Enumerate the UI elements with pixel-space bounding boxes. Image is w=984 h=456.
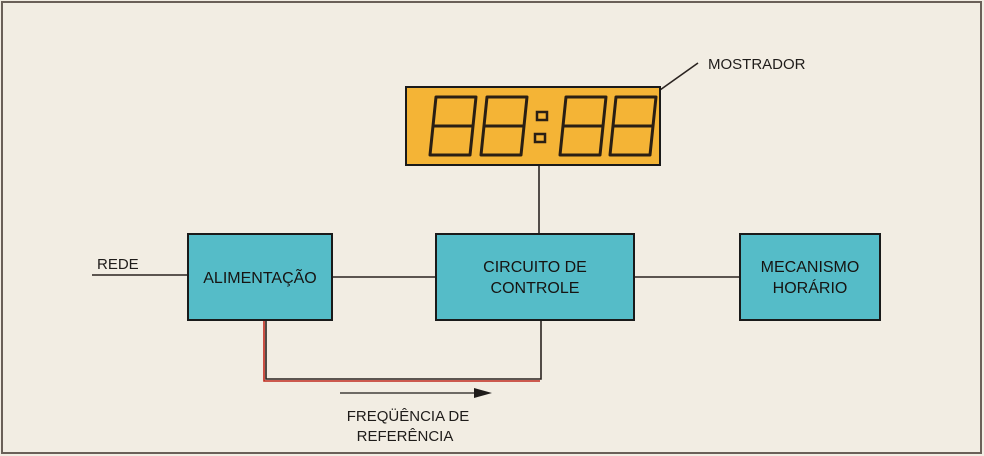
display-digit [479,95,529,157]
reference-dark-line [265,320,542,380]
reference-path [263,320,542,382]
mains-label: REDE [97,256,139,273]
clock-mechanism-label-line2: HORÁRIO [773,278,848,297]
display-digits [428,95,658,157]
reference-arrow-head [474,388,492,398]
display-digit [608,95,658,157]
power-supply-block [187,233,333,321]
display-label: MOSTRADOR [708,56,806,73]
display-pointer-line [659,62,699,91]
reference-label-line1: FREQÜÊNCIA DE [347,407,470,425]
control-circuit-label-line1: CIRCUITO DE [483,259,587,276]
reference-label-line2: REFERÊNCIA [357,428,454,445]
display-colon-dot [533,132,547,144]
control-circuit-block [435,233,635,321]
power-supply-label: ALIMENTAÇÃO [203,267,317,287]
clock-mechanism-label-line1: MECANISMO [761,259,860,276]
clock-mechanism-block [739,233,881,321]
wires [92,62,740,278]
control-circuit-label-line2: CONTROLE [491,280,580,297]
display-digit [558,95,608,157]
reference-red-line [263,320,540,382]
display-colon-dot [535,110,549,122]
display-digit [428,95,478,157]
